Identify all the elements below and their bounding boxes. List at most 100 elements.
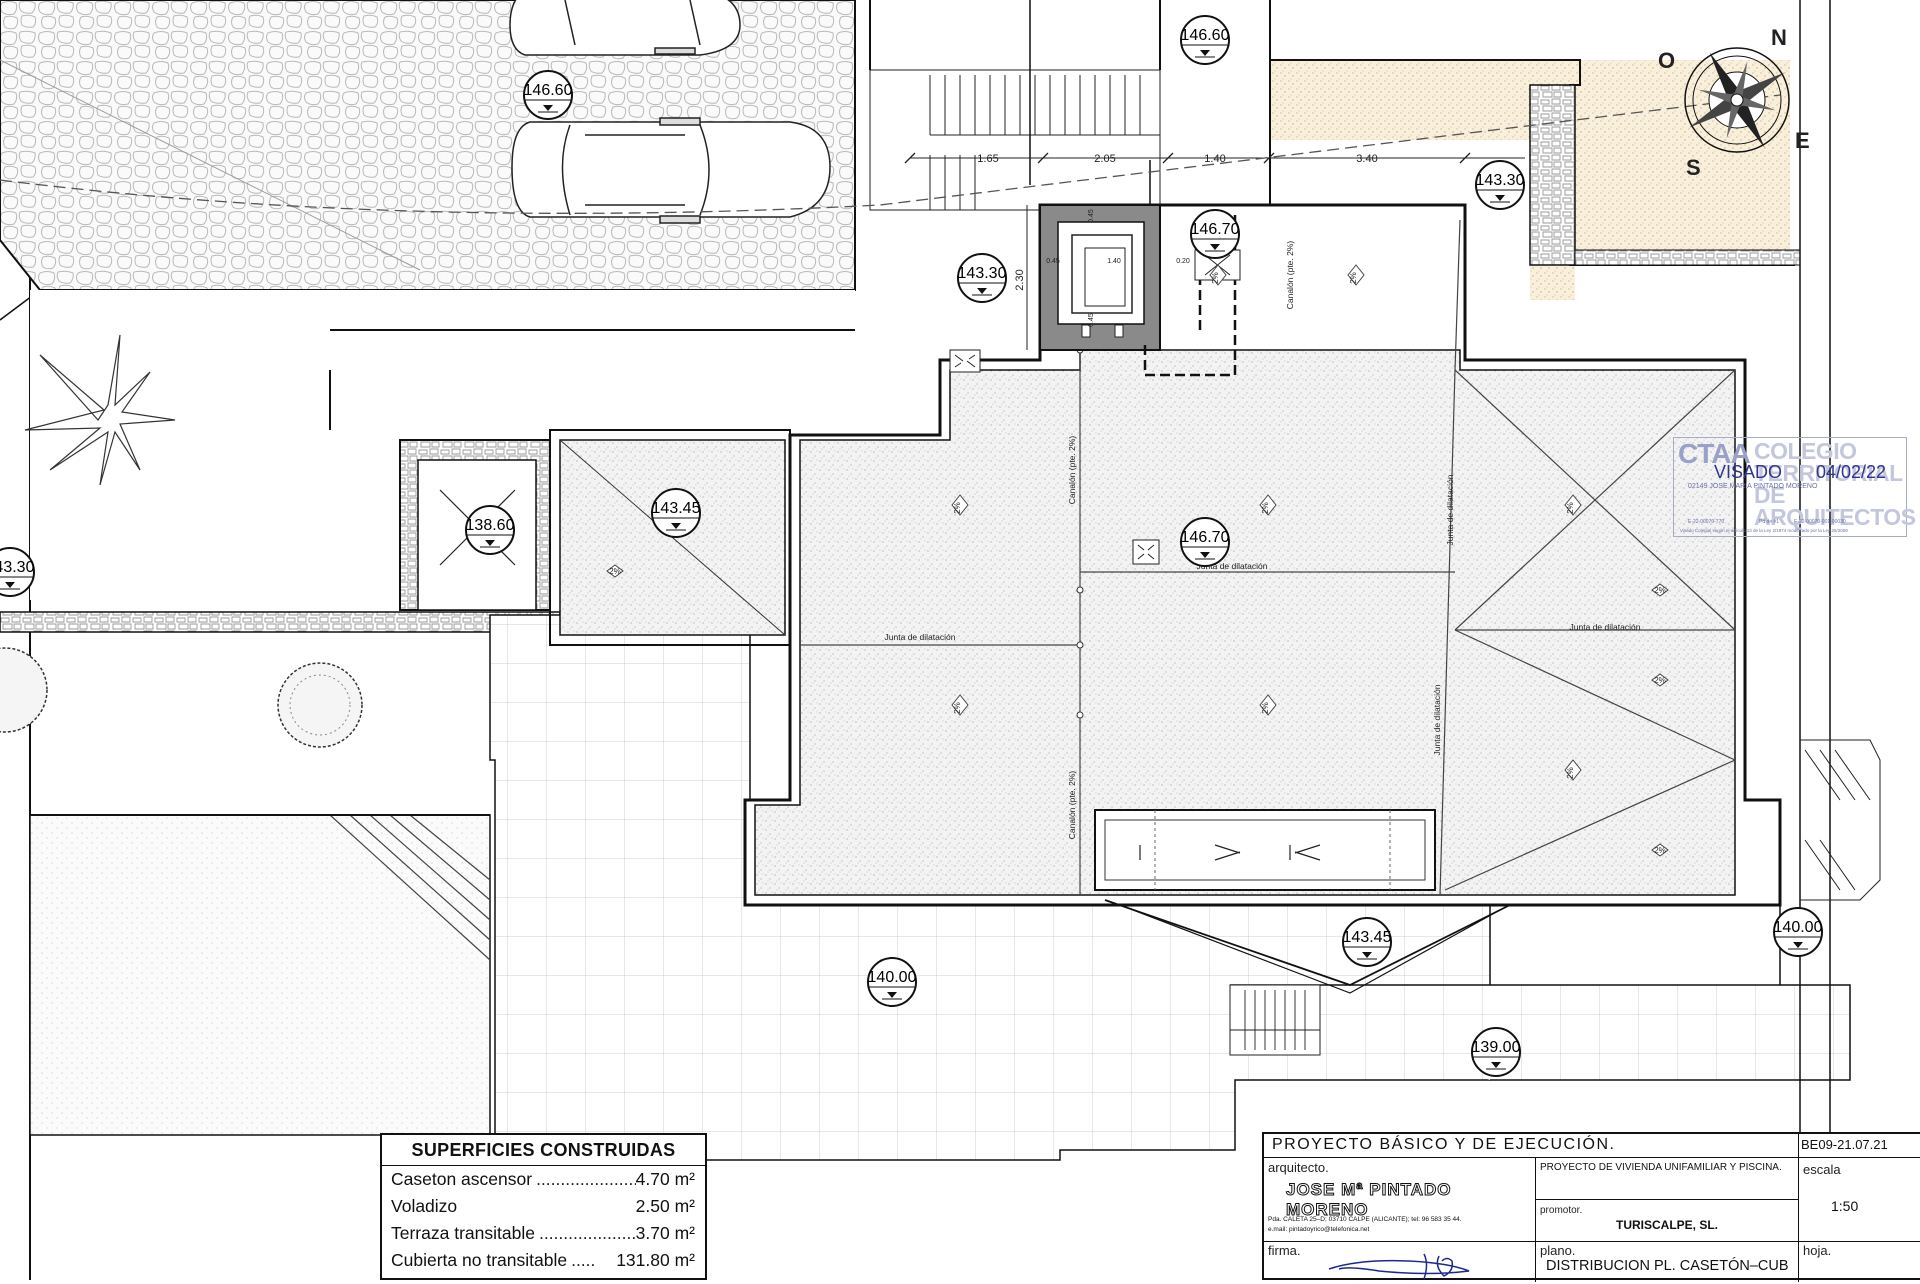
elevator-side-left: 0.45 bbox=[1046, 258, 1060, 265]
stamp-fine-2: Pd de #1 bbox=[1759, 519, 1780, 525]
signature-label: firma. bbox=[1268, 1243, 1301, 1258]
stamp-architect: 02149 JOSE MARIA PINTADO MORENO bbox=[1688, 483, 1818, 490]
car-bottom bbox=[511, 117, 831, 224]
slope-label: 2% bbox=[609, 567, 621, 576]
shrub-icon bbox=[277, 662, 363, 748]
promoter-label: promotor. bbox=[1540, 1205, 1583, 1216]
sheet-label: hoja. bbox=[1803, 1243, 1832, 1258]
elevation-marker: 146.70 bbox=[1180, 517, 1230, 567]
compass-north: N bbox=[1771, 25, 1787, 50]
shrub-icon bbox=[0, 647, 48, 733]
elevation-marker: 139.00 bbox=[1471, 1027, 1521, 1077]
elevation-value: 143.45 bbox=[652, 500, 701, 517]
title-block: PROYECTO BÁSICO Y DE EJECUCIÓN. BE09-21.… bbox=[1262, 1132, 1920, 1282]
dim-1: 1.65 bbox=[977, 153, 998, 165]
slope-label: 2% bbox=[1654, 586, 1666, 595]
signature-icon bbox=[1328, 1253, 1470, 1280]
visado-stamp: CTAA COLEGIO TERRITORIAL DE ARQUITECTOS … bbox=[1673, 437, 1916, 537]
surface-value: 3.70 m² bbox=[635, 1223, 695, 1243]
dim-3: 1.40 bbox=[1204, 153, 1225, 165]
elevation-marker: 143.30 bbox=[957, 253, 1007, 303]
scale-cell: escala 1:50 bbox=[1799, 1158, 1920, 1242]
front-balcony bbox=[1104, 899, 1511, 986]
surface-row: Cubierta no transitable ..... 131.80 m² bbox=[382, 1247, 705, 1274]
architect-label: arquitecto. bbox=[1268, 1160, 1329, 1175]
dim-2: 2.05 bbox=[1094, 153, 1115, 165]
expansion-joint-label: Junta de dilatación bbox=[885, 632, 956, 642]
elevation-marker: 143.30 bbox=[0, 547, 35, 597]
surface-row: Caseton ascensor .......................… bbox=[382, 1166, 705, 1193]
elevation-marker: 143.45 bbox=[651, 488, 701, 538]
slope-label: 2% bbox=[1654, 846, 1666, 855]
expansion-joint-label: Junta de dilatación bbox=[1197, 561, 1268, 571]
elevation-value: 143.30 bbox=[958, 265, 1007, 282]
stamp-org: CTAA bbox=[1678, 438, 1751, 469]
surfaces-table: SUPERFICIES CONSTRUIDAS Caseton ascensor… bbox=[380, 1133, 707, 1280]
surface-value: 2.50 m² bbox=[635, 1196, 695, 1216]
elevator-side-right: 0.20 bbox=[1176, 258, 1190, 265]
pool bbox=[29, 814, 491, 1136]
project-description: PROYECTO DE VIVIENDA UNIFAMILIAR Y PISCI… bbox=[1536, 1158, 1799, 1200]
elevation-value: 146.60 bbox=[1181, 27, 1230, 44]
elevation-value: 143.45 bbox=[1343, 929, 1392, 946]
scale-label: escala bbox=[1803, 1162, 1841, 1177]
elevation-marker: 143.45 bbox=[1342, 917, 1392, 967]
stairs-top bbox=[869, 69, 1161, 211]
expansion-joint-label: Junta de dilatación bbox=[1432, 684, 1442, 755]
stamp-org-full: COLEGIO TERRITORIAL DE ARQUITECTOS bbox=[1754, 438, 1916, 530]
architect-cell: arquitecto. JOSE Mª PINTADO MORENO Pda. … bbox=[1264, 1158, 1536, 1242]
plan-cell: plano. DISTRIBUCION PL. CASETÓN–CUB bbox=[1536, 1242, 1799, 1282]
elevation-value: 140.00 bbox=[868, 969, 917, 986]
dimension-line bbox=[904, 152, 1525, 164]
compass-west: O bbox=[1658, 48, 1675, 73]
elevation-value: 138.60 bbox=[466, 517, 515, 534]
promoter-cell: promotor. TURISCALPE, SL. bbox=[1536, 1200, 1799, 1242]
architect-address: Pda. CALETA 25–D; 03710 CALPE (ALICANTE)… bbox=[1268, 1216, 1462, 1223]
surface-dots: .......................... bbox=[538, 1223, 636, 1243]
elevation-value: 146.70 bbox=[1181, 529, 1230, 546]
architect-name: JOSE Mª PINTADO MORENO bbox=[1286, 1180, 1452, 1220]
compass-south: S bbox=[1686, 155, 1701, 180]
surface-row: Voladizo 2.50 m² bbox=[382, 1193, 705, 1220]
setback-line bbox=[0, 94, 1781, 214]
elevation-value: 146.60 bbox=[524, 82, 573, 99]
expansion-joint-label: Junta de dilatación bbox=[1570, 622, 1641, 632]
slope-label: 2% bbox=[953, 702, 962, 714]
elevation-marker: 138.60 bbox=[465, 505, 515, 555]
surface-name: Cubierta no transitable bbox=[391, 1250, 568, 1270]
stamp-fine-4: Visado Colegial según el artículo 13 de … bbox=[1680, 528, 1848, 533]
elevation-value: 139.00 bbox=[1472, 1039, 1521, 1056]
surface-name: Terraza transitable bbox=[391, 1223, 535, 1243]
compass-east: E bbox=[1795, 128, 1810, 153]
elevator-height: 2.30 bbox=[1014, 269, 1026, 290]
surfaces-title: SUPERFICIES CONSTRUIDAS bbox=[382, 1135, 705, 1166]
surface-name: Caseton ascensor bbox=[391, 1169, 533, 1189]
gutter-label: Canalón (pte. 2%) bbox=[1285, 241, 1295, 310]
stamp-visado: VISADO bbox=[1714, 462, 1783, 482]
architect-email: e.mail: pintadoyrico@telefonica.net bbox=[1268, 1226, 1370, 1233]
scale-value: 1:50 bbox=[1831, 1198, 1859, 1214]
plan-label: plano. bbox=[1540, 1243, 1576, 1258]
surface-row: Terraza transitable ....................… bbox=[382, 1220, 705, 1247]
elevation-marker: 143.30 bbox=[1475, 160, 1525, 210]
garden-wall bbox=[0, 611, 561, 633]
access-hatch-icon bbox=[949, 349, 981, 373]
stamp-date: 04/02/22 bbox=[1816, 462, 1887, 482]
signature-cell: firma. bbox=[1264, 1242, 1536, 1282]
elevator-bottom: 0.45 bbox=[1088, 313, 1095, 327]
surface-value: 4.70 m² bbox=[635, 1169, 695, 1189]
project-type: PROYECTO BÁSICO Y DE EJECUCIÓN. bbox=[1264, 1134, 1799, 1158]
elevation-marker: 146.60 bbox=[1180, 15, 1230, 65]
stamp-fine-3: E-22-00070-001-00030 bbox=[1794, 519, 1846, 525]
stamp-fine-1: E-22-00070-770 bbox=[1688, 519, 1725, 525]
palm-tree-icon bbox=[24, 334, 176, 486]
stairs-right bbox=[1800, 739, 1881, 901]
compass-rose-icon bbox=[1684, 47, 1790, 153]
roof-lines bbox=[800, 219, 1736, 896]
elevation-value: 143.30 bbox=[0, 559, 35, 576]
promoter-name: TURISCALPE, SL. bbox=[1616, 1218, 1719, 1232]
surface-dots: ..... bbox=[571, 1250, 596, 1270]
surface-dots: ........................ bbox=[536, 1169, 636, 1189]
elevation-value: 140.00 bbox=[1774, 919, 1823, 936]
